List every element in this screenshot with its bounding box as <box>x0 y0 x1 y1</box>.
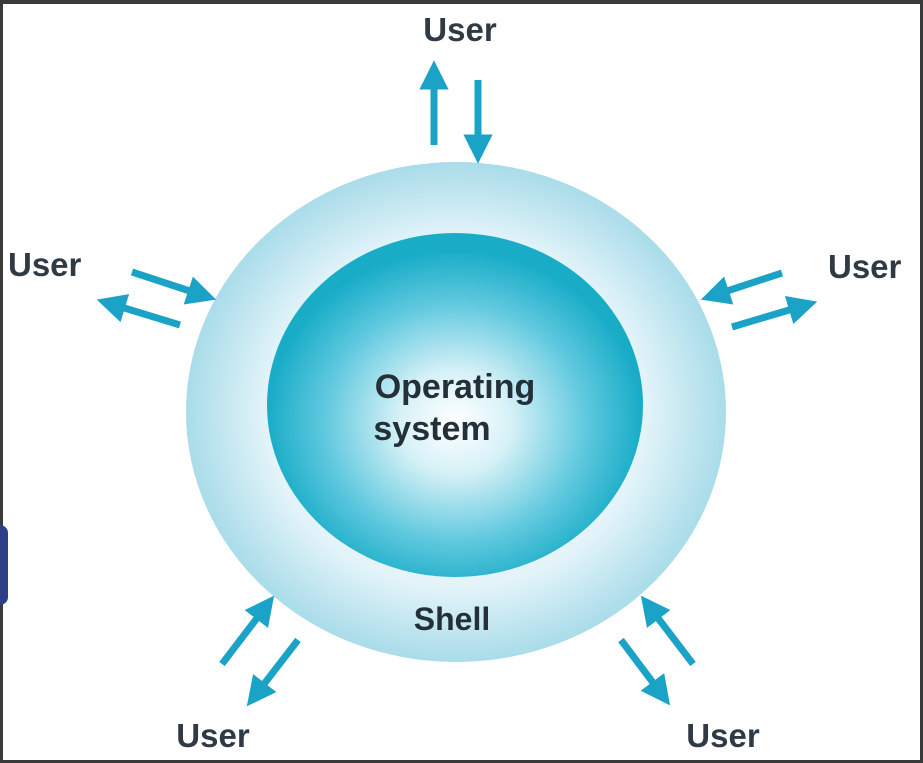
arrow-bottom-left-out <box>246 637 301 707</box>
arrow-bottom-left-in <box>219 595 275 667</box>
os-core-sphere <box>267 233 643 577</box>
user-label-bottom-left: User <box>176 717 250 754</box>
arrow-left-in <box>130 268 217 305</box>
arrow-right-out <box>731 295 818 331</box>
user-label-right: User <box>828 248 902 285</box>
arrow-bottom-right-in <box>640 595 696 667</box>
arrow-left-out <box>96 294 182 329</box>
os-label-line1: Operating <box>375 368 536 406</box>
os-label-line2: system <box>373 410 490 448</box>
arrow-bottom-right-out <box>618 637 671 706</box>
arrow-right-in <box>700 269 784 305</box>
shell-label: Shell <box>414 601 490 637</box>
edge-artifact <box>0 525 8 605</box>
user-label-top: User <box>423 11 497 48</box>
user-label-left: User <box>8 246 82 283</box>
user-label-bottom-right: User <box>686 717 760 754</box>
